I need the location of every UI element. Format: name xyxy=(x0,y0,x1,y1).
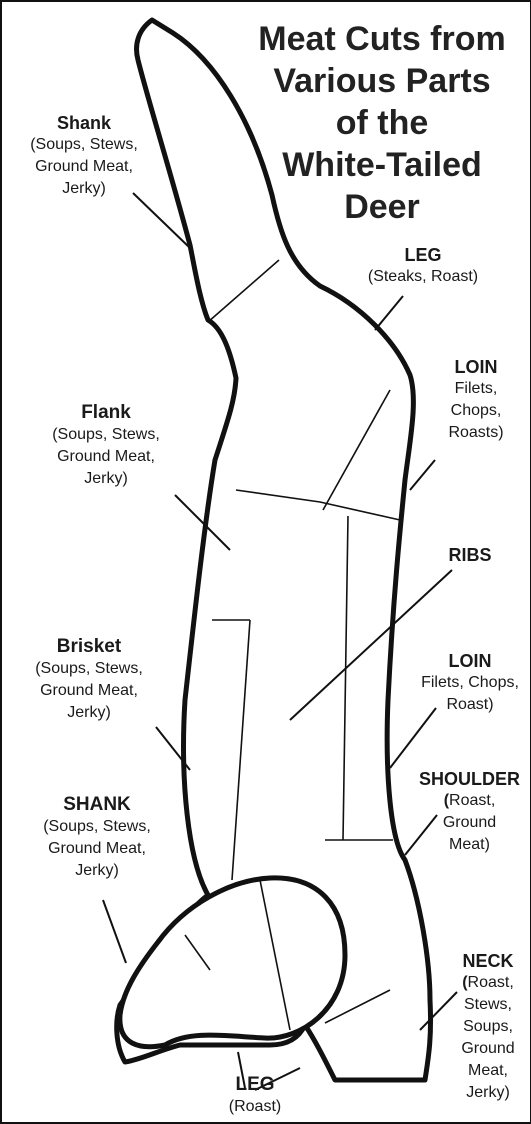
label-name: LOIN xyxy=(428,356,524,378)
label-name: Flank xyxy=(36,402,176,424)
title-line: Meat Cuts from xyxy=(232,18,531,60)
label-shoulder: SHOULDER (Roast, Ground Meat) xyxy=(408,768,531,856)
label-desc: (Soups, Stews, Ground Meat, Jerky) xyxy=(36,424,176,490)
label-flank: Flank (Soups, Stews, Ground Meat, Jerky) xyxy=(36,402,176,490)
label-leg-bottom: LEG (Roast) xyxy=(195,1074,315,1118)
pointer-loin-top xyxy=(410,460,435,490)
label-desc: Filets, Chops, Roast) xyxy=(410,672,530,716)
label-name: LOIN xyxy=(410,650,530,672)
label-name: SHANK xyxy=(22,794,172,816)
pointer-leg-top xyxy=(375,296,403,330)
label-leg-top: LEG (Steaks, Roast) xyxy=(348,244,498,288)
title-line: Deer xyxy=(232,186,531,228)
pointer-shank-bottom xyxy=(103,900,126,963)
label-loin-mid: LOIN Filets, Chops, Roast) xyxy=(410,650,530,716)
label-desc: (Soups, Stews, Ground Meat, Jerky) xyxy=(14,658,164,724)
label-desc: (Roast) xyxy=(195,1096,315,1118)
pointer-loin-mid xyxy=(390,708,436,768)
diagram-title: Meat Cuts from Various Parts of the Whit… xyxy=(232,18,531,228)
label-desc-text: Roast, Ground Meat) xyxy=(443,792,496,853)
label-name: SHOULDER xyxy=(408,768,531,790)
label-desc: (Soups, Stews, Ground Meat, Jerky) xyxy=(14,134,154,200)
label-desc: Filets, Chops, Roasts) xyxy=(428,378,524,444)
label-ribs: RIBS xyxy=(430,544,510,566)
label-name: NECK xyxy=(445,950,531,972)
label-desc: (Steaks, Roast) xyxy=(348,266,498,288)
label-desc: (Soups, Stews, Ground Meat, Jerky) xyxy=(22,816,172,882)
label-name: Brisket xyxy=(14,636,164,658)
title-line: White-Tailed xyxy=(232,144,531,186)
label-name: LEG xyxy=(195,1074,315,1096)
label-name: RIBS xyxy=(430,544,510,566)
label-shank-top: Shank (Soups, Stews, Ground Meat, Jerky) xyxy=(14,112,154,200)
label-desc-text: Roast, Stews, Soups, Ground Meat, Jerky) xyxy=(461,974,514,1101)
label-loin-top: LOIN Filets, Chops, Roasts) xyxy=(428,356,524,444)
label-desc: (Roast, Ground Meat) xyxy=(408,790,531,856)
title-line: of the xyxy=(232,102,531,144)
label-desc: (Roast, Stews, Soups, Ground Meat, Jerky… xyxy=(445,972,531,1104)
label-shank-bottom: SHANK (Soups, Stews, Ground Meat, Jerky) xyxy=(22,794,172,882)
label-name: Shank xyxy=(14,112,154,134)
label-name: LEG xyxy=(348,244,498,266)
title-line: Various Parts xyxy=(232,60,531,102)
label-neck: NECK (Roast, Stews, Soups, Ground Meat, … xyxy=(445,950,531,1104)
label-brisket: Brisket (Soups, Stews, Ground Meat, Jerk… xyxy=(14,636,164,724)
